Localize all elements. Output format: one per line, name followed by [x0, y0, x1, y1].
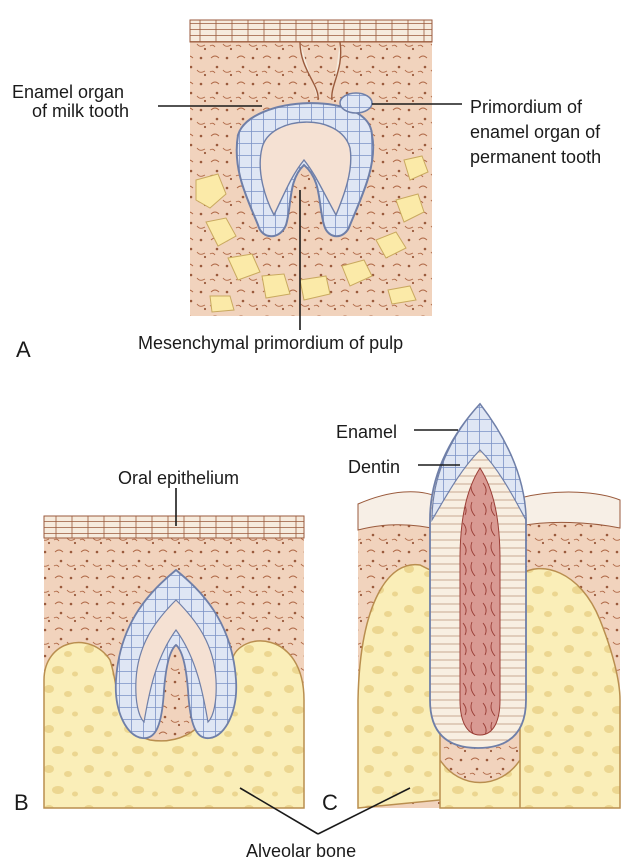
label-enamel-organ-milk-line1: Enamel organ [12, 82, 124, 102]
leader-alveolar-bone-left [239, 787, 319, 835]
alveolar-bone-callout: Alveolar bone [239, 787, 411, 861]
panel-b-alveolar-bone [43, 640, 305, 809]
permanent-tooth-primordium [339, 92, 373, 114]
panel-c-alveolar-bone [357, 563, 621, 809]
panel-a-letter: A [16, 337, 31, 362]
panel-c-pulp [459, 467, 501, 736]
leader-alveolar-bone-right [317, 787, 411, 835]
label-alveolar-bone: Alveolar bone [246, 841, 356, 861]
milk-tooth-dental-papilla [259, 121, 352, 217]
label-enamel: Enamel [336, 422, 397, 442]
panel-c-enamel-cap [431, 403, 527, 523]
label-oral-epithelium: Oral epithelium [118, 468, 239, 488]
panel-b-dental-papilla [135, 599, 217, 724]
panel-a: Enamel organ of milk tooth Primordium of… [12, 19, 601, 362]
panel-a-oral-epithelium [189, 19, 433, 43]
panel-c-letter: C [322, 790, 338, 815]
label-primordium-line1: Primordium of [470, 97, 583, 117]
label-enamel-organ-milk-line2: of milk tooth [32, 101, 129, 121]
dental-lamina [299, 41, 342, 101]
label-dentin: Dentin [348, 457, 400, 477]
panel-a-bone-fragments [195, 155, 429, 313]
label-mesenchymal-pulp: Mesenchymal primordium of pulp [138, 333, 403, 353]
panel-b-letter: B [14, 790, 29, 815]
panel-b: Oral epithelium B [14, 468, 305, 815]
label-primordium-line3: permanent tooth [470, 147, 601, 167]
panel-c: Enamel Dentin C [322, 402, 621, 815]
panel-b-oral-epithelium [43, 515, 305, 539]
label-primordium-line2: enamel organ of [470, 122, 601, 142]
